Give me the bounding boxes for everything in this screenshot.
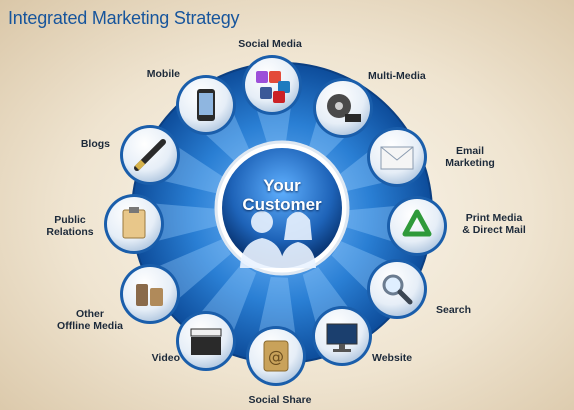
channel-bubble (120, 125, 180, 185)
channel-bubble (104, 194, 164, 254)
channel-bubble (120, 264, 180, 324)
channel-label: Public Relations (46, 214, 94, 238)
channel-label: Social Media (238, 38, 302, 50)
recycle-icon (402, 209, 432, 237)
channel-label: Website (372, 352, 413, 364)
phone-icon (197, 89, 215, 121)
clipboard-icon (122, 207, 146, 239)
svg-text:@: @ (268, 347, 284, 366)
channel-bubble (313, 78, 373, 138)
channel-label: Mobile (146, 68, 180, 80)
center-disc (222, 148, 342, 268)
channel-label: Multi-Media (368, 70, 426, 82)
center-label: Your Customer (242, 176, 322, 214)
cans-icon (136, 284, 163, 306)
channel-bubble (176, 75, 236, 135)
channel-label: Print Media & Direct Mail (462, 212, 526, 236)
channel-bubble (367, 259, 427, 319)
channel-bubble (242, 55, 302, 115)
pen-icon (134, 139, 166, 171)
channel-label: Other Offline Media (57, 308, 123, 332)
magnifier-icon (382, 274, 413, 305)
social-media-icon (256, 71, 290, 103)
channel-bubble (367, 127, 427, 187)
address-book-icon: @ (263, 340, 289, 372)
channel-label: Social Share (248, 394, 312, 406)
channel-bubbles: @ (104, 55, 447, 386)
film-reel-icon (327, 94, 361, 122)
channel-label: Video (151, 352, 180, 364)
monitor-icon (326, 323, 358, 352)
envelope-icon (380, 146, 414, 170)
channel-bubble (176, 311, 236, 371)
channel-bubble (387, 196, 447, 256)
channel-bubble (312, 306, 372, 366)
bubble-face (245, 58, 299, 112)
channel-bubble: @ (246, 326, 306, 386)
customer-silhouettes-icon (240, 211, 316, 268)
bubble-face (390, 199, 444, 253)
channel-label: Email Marketing (445, 145, 495, 169)
diagram-title: Integrated Marketing Strategy (8, 8, 240, 28)
channel-label: Search (436, 304, 472, 316)
channel-label: Blogs (80, 138, 110, 150)
clapperboard-icon (190, 328, 222, 355)
